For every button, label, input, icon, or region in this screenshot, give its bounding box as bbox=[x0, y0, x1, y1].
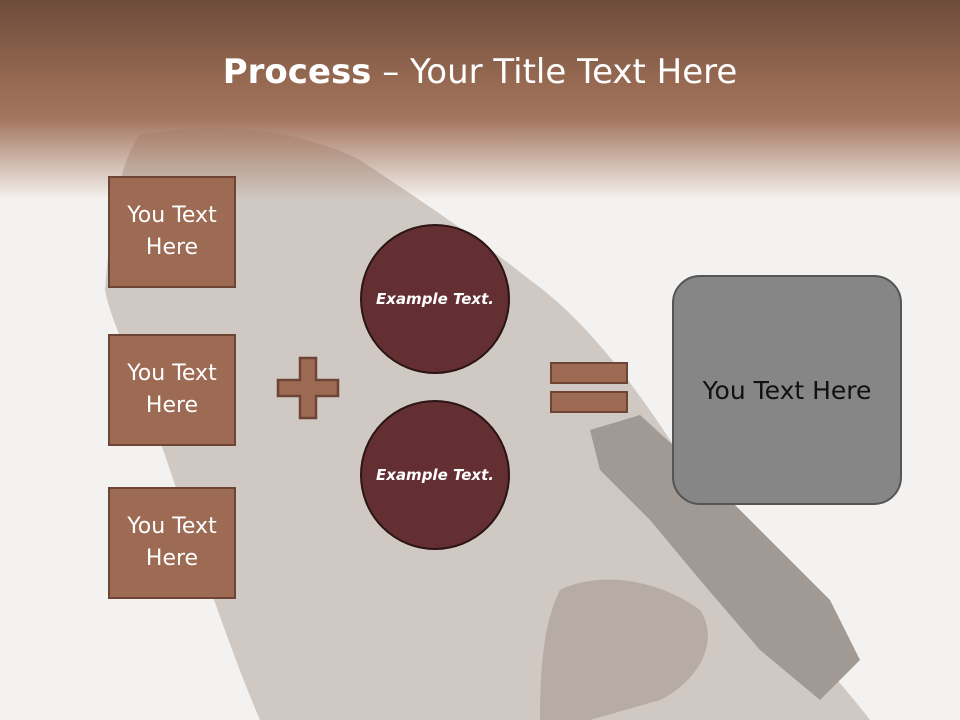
title-bold: Process bbox=[222, 52, 372, 92]
equals-icon-top-bar bbox=[550, 362, 628, 384]
input-box-2[interactable]: You Text Here bbox=[108, 334, 236, 446]
equals-icon-bottom-bar bbox=[550, 391, 628, 413]
slide-title: Process – Your Title Text Here bbox=[0, 52, 960, 92]
input-box-3-label: You Text Here bbox=[127, 514, 217, 571]
result-box-label: You Text Here bbox=[702, 375, 872, 405]
input-box-3[interactable]: You Text Here bbox=[108, 487, 236, 599]
example-circle-2-label: Example Text. bbox=[376, 465, 494, 484]
plus-icon bbox=[276, 356, 340, 420]
example-circle-1-label: Example Text. bbox=[376, 289, 494, 308]
header-band bbox=[0, 0, 960, 200]
title-rest: – Your Title Text Here bbox=[371, 52, 738, 92]
example-circle-1[interactable]: Example Text. bbox=[360, 224, 510, 374]
example-circle-2[interactable]: Example Text. bbox=[360, 400, 510, 550]
result-box[interactable]: You Text Here bbox=[672, 275, 902, 505]
input-box-1[interactable]: You Text Here bbox=[108, 176, 236, 288]
input-box-1-label: You Text Here bbox=[127, 203, 217, 260]
input-box-2-label: You Text Here bbox=[127, 361, 217, 418]
